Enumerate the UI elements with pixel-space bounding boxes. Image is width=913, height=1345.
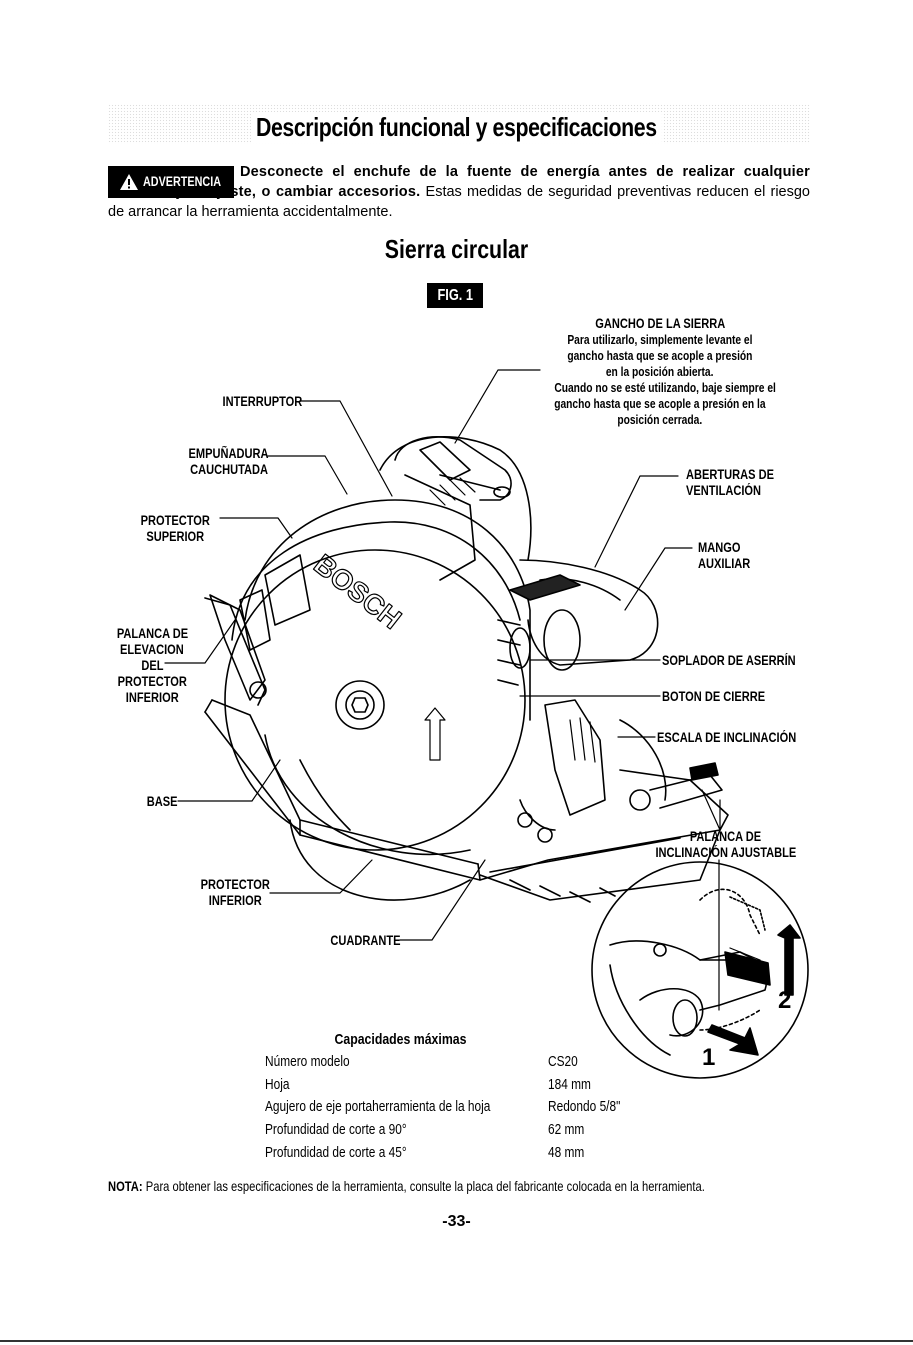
saw-handle [394,436,512,581]
label-protector-inferior: PROTECTOR INFERIOR [200,877,270,908]
label-interruptor: INTERRUPTOR [222,394,302,409]
label-palanca-elevacion: PALANCA DE ELEVACION DEL PROTECTOR INFER… [116,626,188,705]
figure-badge: FIG. 1 [427,283,483,308]
step-number-1: 1 [702,1044,715,1071]
warning-badge-label: ADVERTENCIA [143,174,222,189]
page-number: -33- [442,1213,471,1230]
saw-upper-guard-details [209,554,311,701]
page-title: Descripción funcional y especificaciones [0,112,913,143]
label-gancho: GANCHO DE LA SIERRA Para utilizarlo, sim… [554,316,776,427]
footnote-text: Para obtener las especificaciones de la … [142,1178,705,1194]
bottom-rule [0,1340,913,1342]
warning-triangle-icon [120,174,139,190]
saw-front-knob [519,799,556,831]
inset-bevel-lever-detail [591,861,809,1079]
spec-row: Profundidad de corte a 45°48 mm [265,1145,585,1161]
label-aberturas: ABERTURAS DE VENTILACIÓN [686,467,774,498]
label-cuadrante: CUADRANTE [329,933,400,948]
warning-normal-text: Estas medidas de seguridad preventivas r… [108,184,810,220]
saw-lower-guard-lever [204,597,267,706]
label-protector-superior: PROTECTOR SUPERIOR [140,513,210,544]
label-soplador: SOPLADOR DE ASERRÍN [662,653,796,668]
leader-lines [164,369,721,1011]
saw-blade-guard [224,499,531,901]
spec-row: Profundidad de corte a 90°62 mm [265,1122,585,1138]
brand-logo: BOSCH [308,548,407,635]
specs-title: Capacidades máximas [334,1031,466,1048]
label-mango-auxiliar: MANGO AUXILIAR [698,540,751,571]
step-number-2: 2 [778,987,791,1014]
warning-badge: ADVERTENCIA [108,166,234,198]
label-empunadura: EMPUÑADURA CAUCHUTADA [188,446,268,477]
saw-bevel-scale [544,699,723,816]
footnote: NOTA: Para obtener las especificaciones … [108,1178,868,1194]
footnote-label: NOTA: [108,1178,143,1194]
saw-motor-housing [379,436,659,686]
spec-row: Agujero de eje portaherramienta de la ho… [265,1099,621,1115]
label-palanca-inclinacion: PALANCA DE INCLINACIÓN AJUSTABLE [655,829,797,860]
section-title: Sierra circular [384,234,529,264]
label-boton-cierre: BOTON DE CIERRE [662,689,766,704]
label-base: BASE [147,794,178,809]
label-escala-inclinacion: ESCALA DE INCLINACIÓN [657,730,797,745]
